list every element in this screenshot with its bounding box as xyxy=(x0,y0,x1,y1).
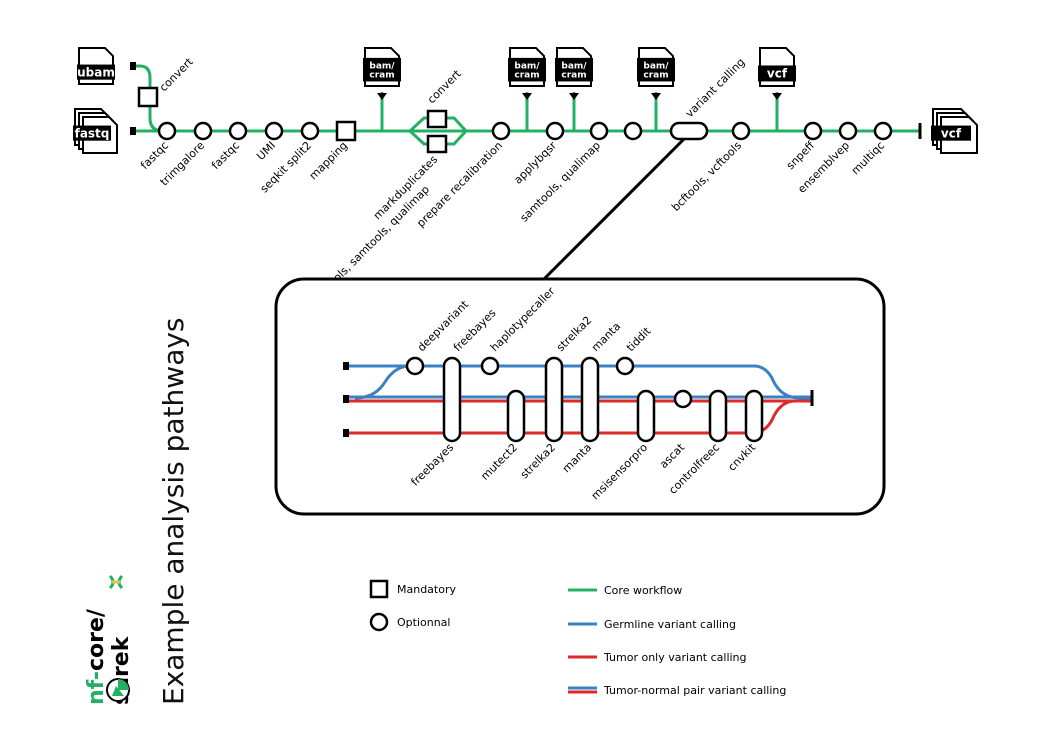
tap-arrows xyxy=(377,93,782,100)
step-node-1 xyxy=(157,121,177,141)
legend-tumor-normal-label: Tumor-normal pair variant calling xyxy=(603,684,786,697)
manta-pill xyxy=(580,356,600,443)
legend-optional-label: Optionnal xyxy=(397,616,450,629)
inset-start-markers xyxy=(343,362,349,437)
tap-file-icon-4-label: cram xyxy=(643,70,668,80)
nf-core-logo: nf-core/ sarek xyxy=(84,574,134,705)
tiddit-node xyxy=(615,356,635,376)
tap-file-icon-1-label: bam/ xyxy=(369,61,395,71)
step-label-13: snpeff xyxy=(784,139,818,173)
logo-icon xyxy=(106,678,130,702)
step-node-8 xyxy=(545,121,565,141)
vcf-output-file-icon-label: vcf xyxy=(941,126,962,140)
variant-calling-label: variant calling xyxy=(683,56,748,121)
convert-label-1: convert xyxy=(157,55,196,94)
step-node-5 xyxy=(300,121,320,141)
tap-file-icon-5: vcf xyxy=(758,47,796,87)
legend-germline-label: Germline variant calling xyxy=(604,618,736,631)
step-node-14 xyxy=(873,121,893,141)
logo-core: core/ xyxy=(84,608,109,671)
page-title: Example analysis pathways xyxy=(157,317,190,705)
step-label-12: bcftools, vcftools xyxy=(669,139,744,214)
line-start-markers xyxy=(130,62,922,139)
step-label-4: UMI xyxy=(254,139,278,163)
tap-file-icon-2: bam/cram xyxy=(508,47,546,87)
legend-mandatory-label: Mandatory xyxy=(397,583,456,596)
step-node-4 xyxy=(264,121,284,141)
tap-file-icon-5-label: vcf xyxy=(767,67,788,81)
step-node-7 xyxy=(491,121,511,141)
msisensorpro-pill xyxy=(636,389,656,443)
tap-file-icon-2-label: cram xyxy=(514,70,539,80)
step-node-12 xyxy=(803,121,823,141)
ubam-file-icon: ubam xyxy=(77,47,115,85)
step-node-2 xyxy=(193,121,213,141)
convert-label-2: convert xyxy=(425,67,464,106)
legend-mandatory-square xyxy=(369,579,389,599)
deepvariant-node xyxy=(405,356,425,376)
tap-file-icon-1-label: cram xyxy=(369,70,394,80)
convert-square-2 xyxy=(426,109,448,129)
convert-square-3 xyxy=(426,134,448,154)
ascat-node xyxy=(673,389,693,409)
fastq-file-icon-label: fastq xyxy=(75,126,110,140)
mutect2-pill xyxy=(506,389,526,443)
fastq-file-icon: fastq xyxy=(73,108,118,154)
logo-line-1: nf-core/ xyxy=(84,608,109,705)
inset-lines xyxy=(345,364,814,435)
step-node-13 xyxy=(838,121,858,141)
tap-file-icon-4-label: bam/ xyxy=(643,61,669,71)
legend-core-label: Core workflow xyxy=(604,584,682,597)
step-label-3: fastqc xyxy=(209,139,242,172)
tap-file-icon-2-label: bam/ xyxy=(514,61,540,71)
step-node-3 xyxy=(228,121,248,141)
freebayes-pill xyxy=(442,356,462,443)
ubam-file-icon-label: ubam xyxy=(77,65,115,79)
cnvkit-pill xyxy=(744,389,764,443)
haplotypecaller-node xyxy=(480,356,500,376)
legend-tumor-only-label: Tumor only variant calling xyxy=(603,651,747,664)
controlfreec-pill xyxy=(708,389,728,443)
vcf-output-file-icon: vcf xyxy=(931,108,978,154)
step-label-15: multiqc xyxy=(849,139,887,177)
legend: Mandatory Optionnal Core workflow Germli… xyxy=(369,579,786,697)
tap-file-icon-3-label: bam/ xyxy=(561,61,587,71)
legend-optional-circle xyxy=(369,612,389,632)
step-node-10 xyxy=(623,121,643,141)
tap-file-icon-3: bam/cram xyxy=(555,47,593,87)
step-node-9 xyxy=(589,121,609,141)
logo-top-mark xyxy=(108,574,124,590)
convert-square-1 xyxy=(137,86,159,108)
tap-file-icon-4: bam/cram xyxy=(637,47,675,87)
mapping-square xyxy=(335,120,357,142)
tap-file-icon-1: bam/cram xyxy=(363,47,401,87)
step-label-6: mapping xyxy=(307,139,350,182)
step-label-1: fastqc xyxy=(138,139,171,172)
step-node-11 xyxy=(731,121,751,141)
logo-prefix: nf- xyxy=(84,671,109,705)
tap-file-icon-3-label: cram xyxy=(561,70,586,80)
strelka2-pill xyxy=(544,356,564,443)
step-label-11: samtools, qualimap xyxy=(518,139,604,225)
